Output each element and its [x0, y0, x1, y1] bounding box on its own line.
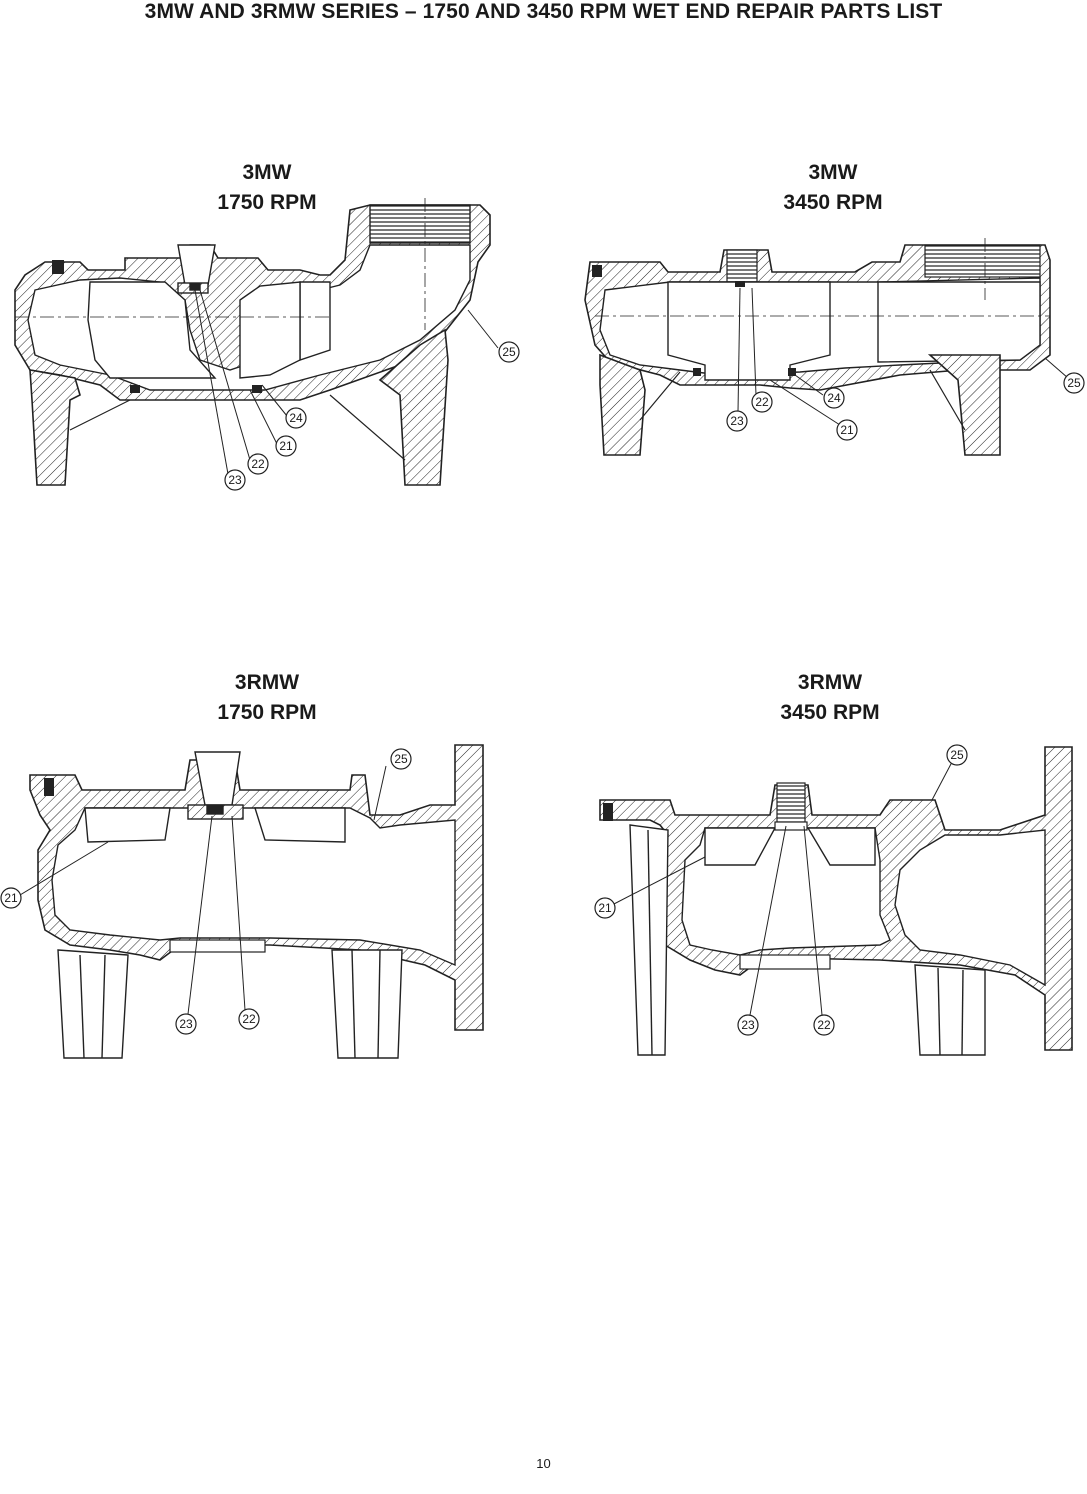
callout-24: 24: [285, 407, 307, 429]
svg-text:25: 25: [950, 748, 964, 762]
svg-text:21: 21: [840, 423, 854, 437]
cross-section-3rmw-1750: 25 21 23 22: [0, 744, 484, 1059]
callout-21: 21: [836, 419, 858, 441]
svg-text:24: 24: [289, 411, 303, 425]
page-title: 3MW AND 3RMW SERIES – 1750 AND 3450 RPM …: [144, 0, 943, 23]
model-label: 3MW: [242, 161, 292, 184]
speed-label: 1750 RPM: [217, 191, 317, 214]
cross-section-3rmw-3450: 25 21 23 22: [594, 744, 1073, 1056]
svg-text:24: 24: [827, 391, 841, 405]
cross-section-3mw-1750: 25 24 21 22 23: [14, 198, 520, 491]
cross-section-3mw-3450: 25 24 22 23 21: [584, 238, 1085, 456]
model-label: 3RMW: [797, 671, 863, 694]
svg-text:22: 22: [817, 1018, 831, 1032]
panel-label-3rmw-1750: 3RMW 1750 RPM: [157, 668, 377, 728]
panel-label-3rmw-3450: 3RMW 3450 RPM: [720, 668, 940, 728]
callout-25: 25: [1063, 372, 1085, 394]
svg-text:21: 21: [598, 901, 612, 915]
callout-21: 21: [0, 887, 22, 909]
callout-22: 22: [813, 1014, 835, 1036]
callout-22: 22: [751, 391, 773, 413]
svg-text:23: 23: [228, 473, 242, 487]
callout-23: 23: [726, 410, 748, 432]
speed-label: 1750 RPM: [217, 701, 317, 724]
panel-label-3mw-1750: 3MW 1750 RPM: [157, 158, 377, 218]
callout-25: 25: [946, 744, 968, 766]
svg-text:23: 23: [730, 414, 744, 428]
callout-25: 25: [390, 748, 412, 770]
model-label: 3RMW: [234, 671, 300, 694]
callout-23: 23: [737, 1014, 759, 1036]
svg-text:22: 22: [251, 457, 265, 471]
svg-text:25: 25: [502, 345, 516, 359]
callout-22: 22: [247, 453, 269, 475]
callout-21: 21: [275, 435, 297, 457]
model-label: 3MW: [808, 161, 858, 184]
speed-label: 3450 RPM: [780, 701, 880, 724]
page-number: 10: [536, 1456, 551, 1471]
speed-label: 3450 RPM: [783, 191, 883, 214]
callout-23: 23: [224, 469, 246, 491]
svg-text:22: 22: [755, 395, 769, 409]
svg-text:21: 21: [4, 891, 18, 905]
svg-text:23: 23: [179, 1017, 193, 1031]
callout-22: 22: [238, 1008, 260, 1030]
callout-23: 23: [175, 1013, 197, 1035]
svg-text:21: 21: [279, 439, 293, 453]
callout-25: 25: [498, 341, 520, 363]
svg-text:23: 23: [741, 1018, 755, 1032]
svg-text:22: 22: [242, 1012, 256, 1026]
svg-text:25: 25: [394, 752, 408, 766]
panel-label-3mw-3450: 3MW 3450 RPM: [723, 158, 943, 218]
callout-21: 21: [594, 897, 616, 919]
callout-24: 24: [823, 387, 845, 409]
svg-text:25: 25: [1067, 376, 1081, 390]
